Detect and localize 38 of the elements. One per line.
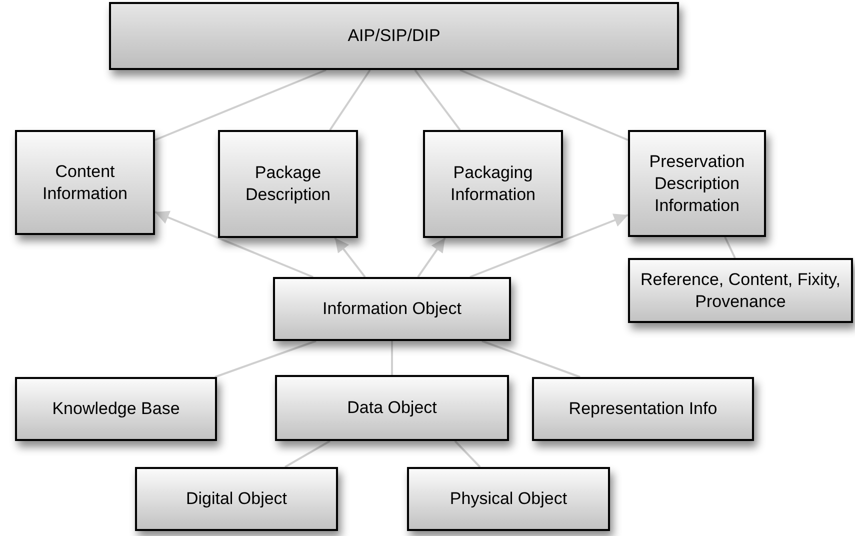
box-label: Packaging Information <box>449 162 537 206</box>
box-label: Data Object <box>347 397 437 419</box>
box-label: AIP/SIP/DIP <box>348 25 440 47</box>
connector-line <box>214 340 316 378</box>
process-box <box>135 467 338 531</box>
box-label: Representation Info <box>568 398 718 420</box>
box-label: Package Description <box>244 162 332 206</box>
arrow <box>470 214 628 278</box>
process-box <box>218 130 358 238</box>
connector-line <box>724 236 736 258</box>
connector-line <box>414 69 461 131</box>
process-box <box>532 377 754 441</box>
process-box <box>273 277 511 341</box>
process-box <box>109 2 679 70</box>
connector-line <box>154 69 326 141</box>
connector-line <box>454 440 481 468</box>
box-label: Physical Object <box>450 488 568 510</box>
connector-line <box>482 340 580 378</box>
connector-line <box>460 69 628 141</box>
process-box <box>407 467 610 531</box>
connector-line <box>329 69 371 131</box>
process-box <box>628 130 766 237</box>
process-box <box>628 258 853 323</box>
arrow <box>154 210 314 278</box>
arrow <box>417 237 446 278</box>
box-label: Preservation Description Information <box>648 150 746 216</box>
process-box <box>15 130 155 235</box>
box-label: Reference, Content, Fixity, Provenance <box>640 268 842 312</box>
box-label: Content Information <box>41 160 129 204</box>
box-label: Knowledge Base <box>52 398 180 420</box>
arrow <box>334 237 366 278</box>
box-label: Information Object <box>322 298 462 320</box>
process-box <box>15 377 217 441</box>
connector-line <box>284 440 330 468</box>
process-box <box>423 130 563 238</box>
connector-line <box>391 341 393 375</box>
process-box <box>275 375 509 441</box>
box-label: Digital Object <box>186 488 288 510</box>
